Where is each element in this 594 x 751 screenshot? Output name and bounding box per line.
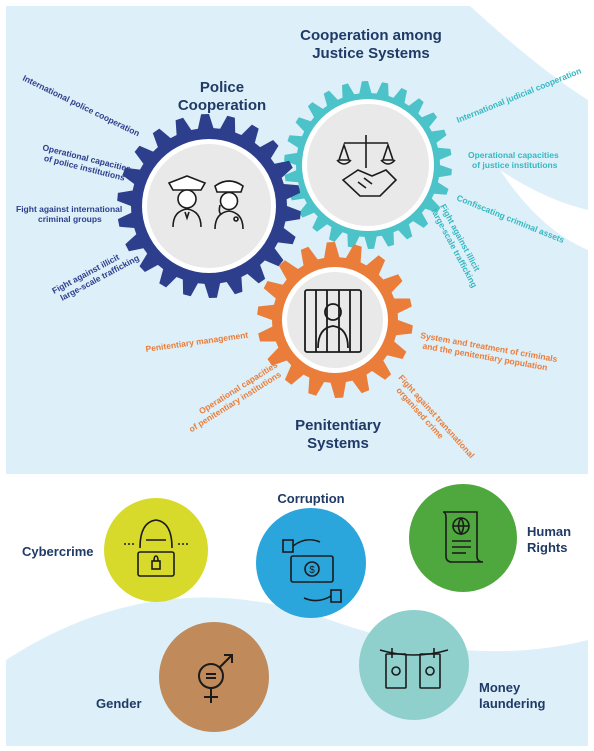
prisoner-bars-icon [304, 289, 362, 353]
penitentiary-title-line2: Systems [307, 435, 369, 452]
justice-title-line2: Justice Systems [312, 45, 430, 62]
top-panel-background [6, 6, 588, 474]
svg-text:$: $ [309, 565, 315, 576]
theme-label-human-rights-1: Human [527, 524, 571, 539]
gender-symbol-icon [198, 654, 233, 703]
cybercrime-circle [104, 498, 208, 602]
penitentiary-title-line1: Penitentiary [295, 417, 382, 434]
police-title-line1: Police [200, 79, 244, 96]
theme-label-cybercrime: Cybercrime [22, 544, 94, 559]
theme-label-money-1: Money [479, 680, 521, 695]
police-officers-icon [167, 175, 244, 230]
hacker-laptop-icon [124, 519, 188, 577]
theme-label-gender: Gender [96, 696, 142, 711]
money-handover-icon: $ [282, 538, 342, 603]
gear-police-center [147, 144, 271, 268]
hanging-banknotes-icon [379, 648, 449, 689]
justice-gear [284, 81, 452, 249]
theme-label-money-2: laundering [479, 696, 546, 711]
bottom-panel-background [6, 597, 588, 746]
gear-justice-center [307, 104, 429, 226]
corruption-circle [256, 508, 366, 618]
police-gear [117, 114, 301, 298]
human-rights-circle [409, 484, 517, 592]
money-laundering-circle [359, 610, 469, 720]
justice-label-2: Operational capacities of justice instit… [468, 150, 561, 170]
theme-label-corruption: Corruption [277, 491, 344, 506]
top-panel-corner-cutout [470, 6, 588, 100]
police-label-3: Fight against international criminal gro… [16, 204, 125, 224]
scales-handshake-icon [336, 135, 398, 197]
top-panel-swoosh [500, 170, 588, 250]
justice-title-line1: Cooperation among [300, 27, 442, 44]
theme-label-human-rights-2: Rights [527, 540, 567, 555]
police-title-line2: Cooperation [178, 97, 266, 114]
globe-document-icon [442, 511, 484, 563]
